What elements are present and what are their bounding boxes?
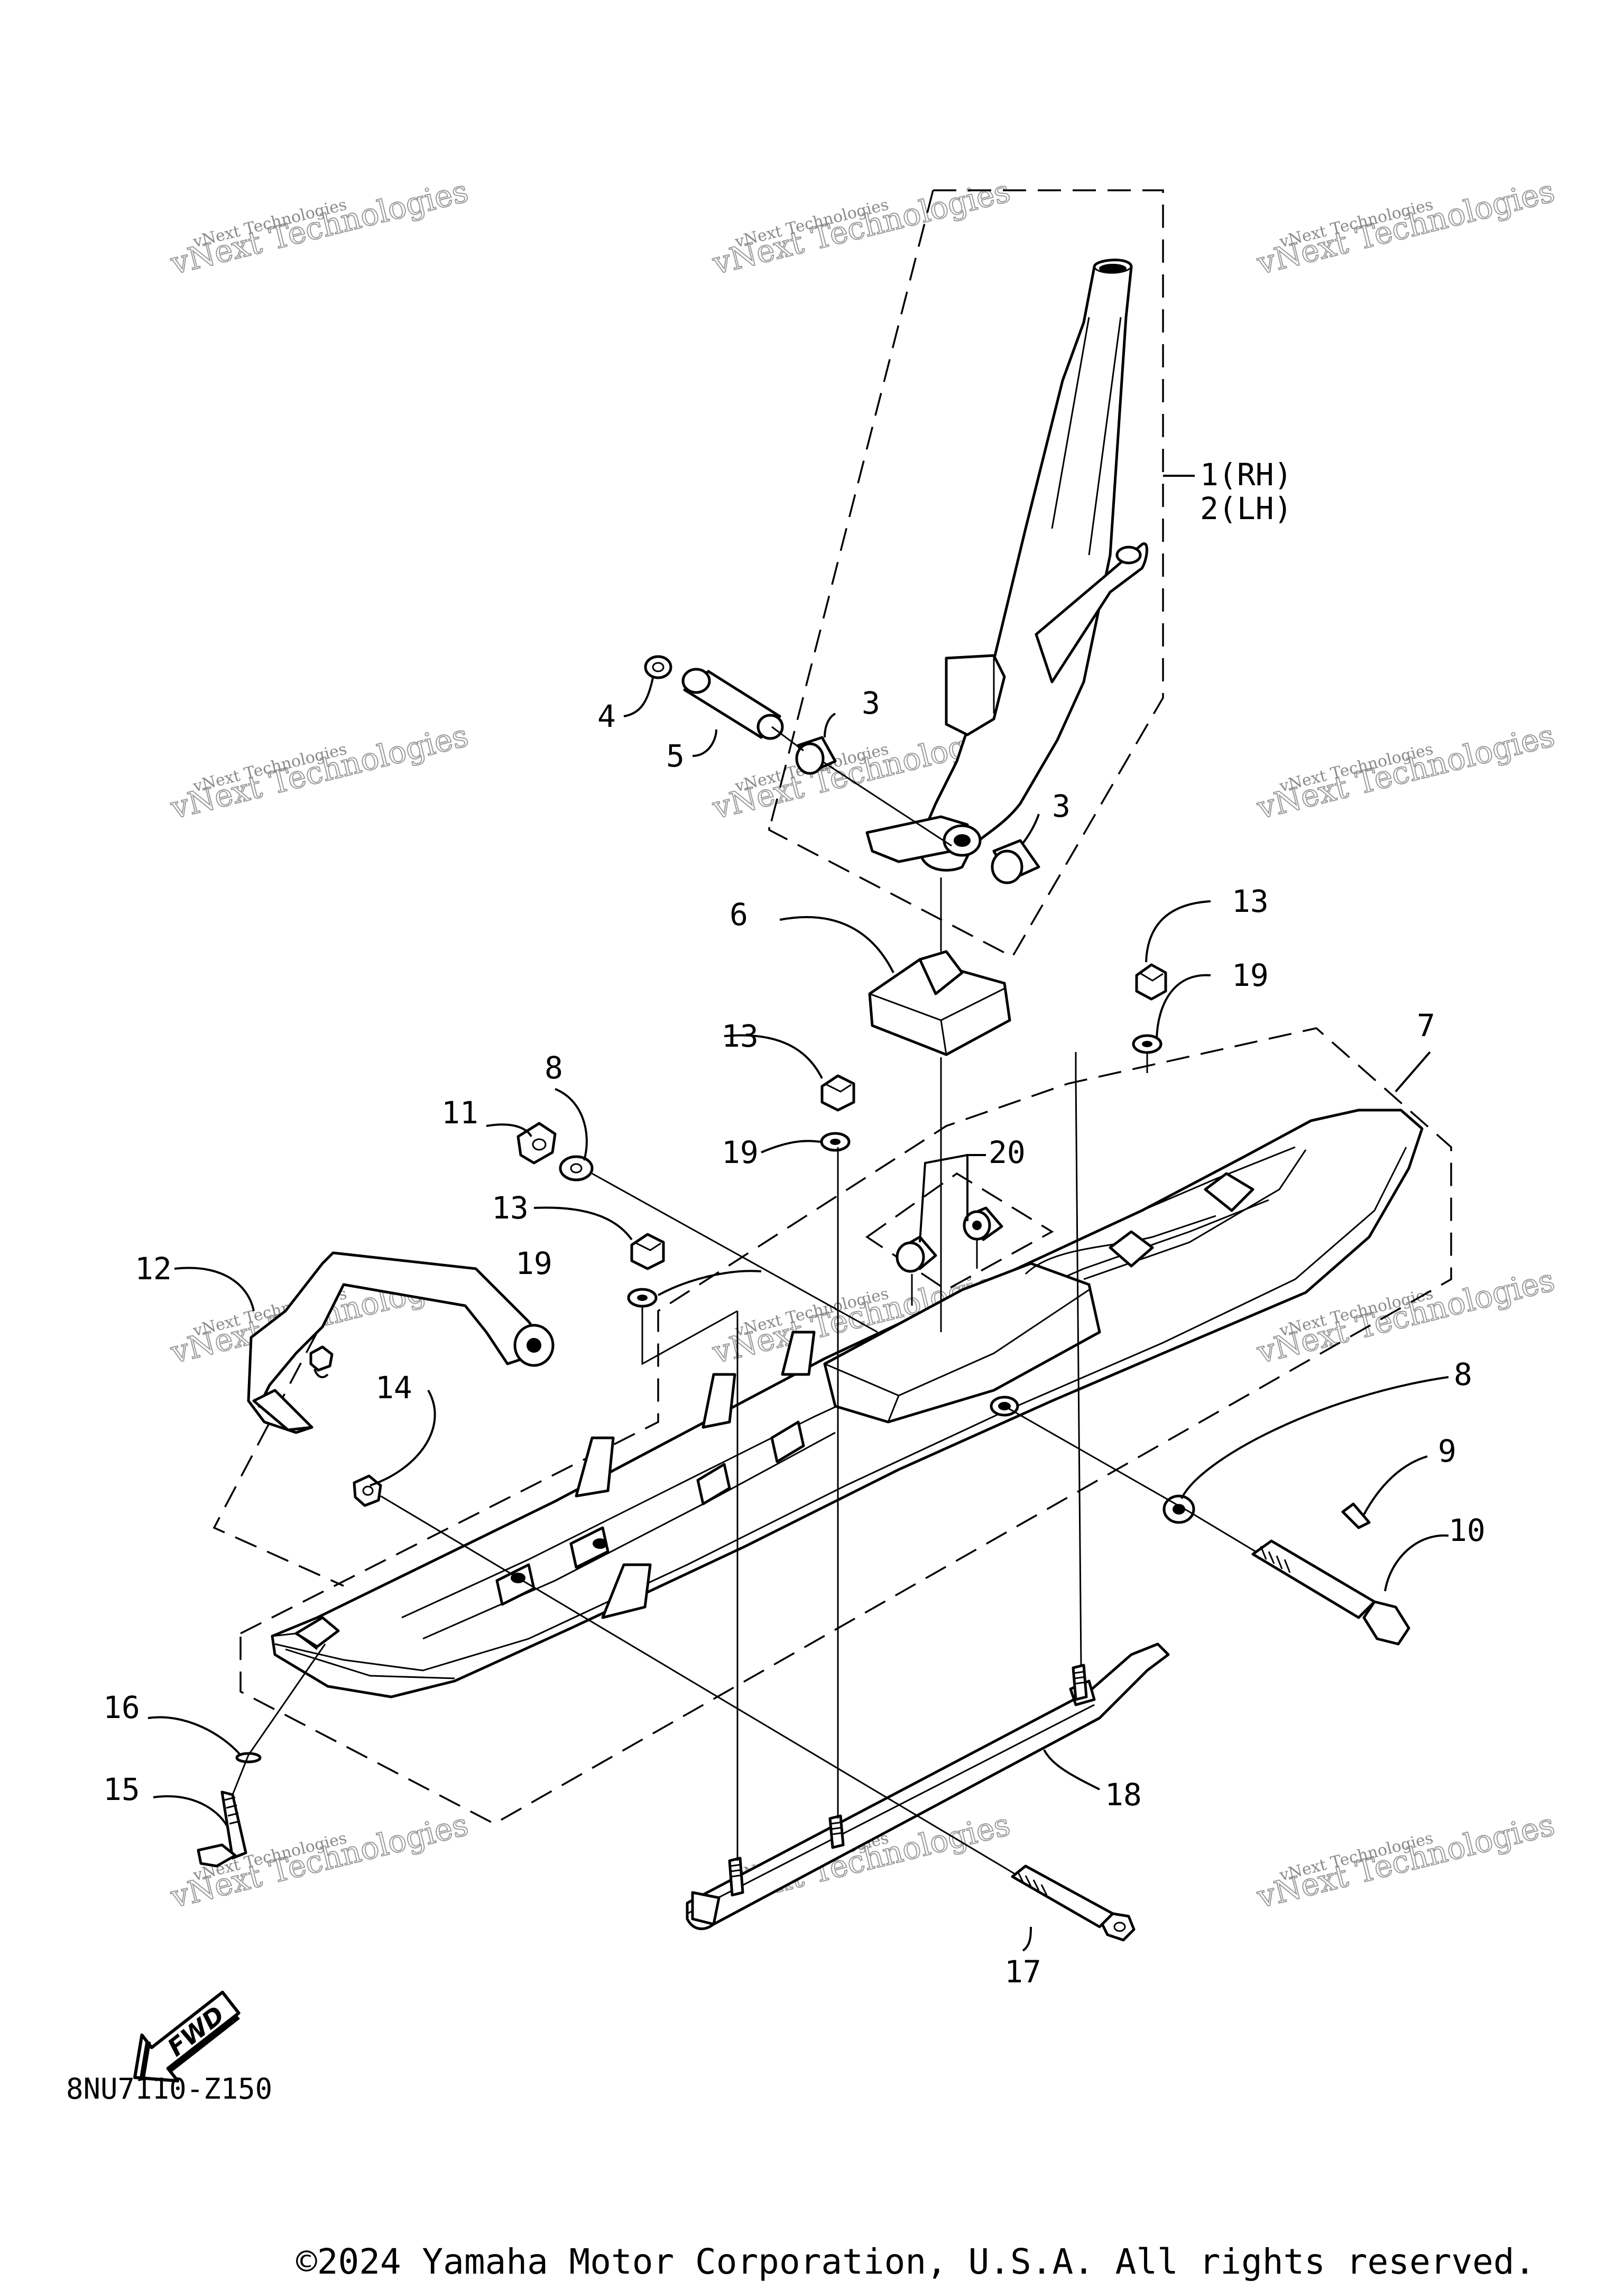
ski-spindle [865,258,1148,872]
nut-14-lower [353,1474,382,1507]
callout-8-right: 8 [1454,1356,1472,1392]
callout-3-lower: 3 [1052,788,1071,824]
callout-18: 18 [1105,1777,1142,1813]
callout-19-mid: 19 [722,1134,759,1170]
bolt-15 [197,1790,247,1868]
skag-runner [686,1642,1170,1931]
callout-17: 17 [1004,1954,1041,1990]
callout-3-upper: 3 [862,685,880,721]
nut-13-left [630,1233,665,1270]
axis-line-spindle [771,726,952,847]
bolt-10 [1251,1539,1410,1646]
callout-13-mid: 13 [722,1018,759,1054]
group-outlines [213,189,1452,1825]
callout-12: 12 [135,1251,172,1287]
cotter-pin-9 [1341,1502,1371,1529]
callout-15: 15 [103,1771,140,1807]
callout-5: 5 [666,738,685,774]
callout-20: 20 [989,1134,1026,1170]
assembly-axis-lines [232,1052,1256,1875]
washer-16 [235,1752,262,1763]
svg-text:vNext Technologies: vNext Technologies [1253,173,1558,282]
ski-group-outline [239,1027,1452,1825]
svg-text:vNext Technologies: vNext Technologies [709,173,1013,282]
callout-7: 7 [1417,1008,1435,1044]
diagram-code: 8NU7110-Z150 [66,2072,272,2106]
washer-4 [644,655,672,679]
callout-6: 6 [730,897,748,932]
bushing-20-a [896,1235,937,1273]
callout-labels: 1(RH) 2(LH) 3 3 4 5 6 7 8 8 9 10 11 12 1… [103,457,1485,1990]
nut-13-mid [820,1074,855,1112]
bushing-20-b [963,1206,1003,1241]
bolt-17 [1011,1864,1136,1942]
nut-13-right [1135,963,1167,1001]
washer-8-left [559,1155,594,1181]
washer-19-left [627,1288,658,1308]
callout-19-left: 19 [515,1245,552,1281]
callout-2: 2(LH) [1200,491,1293,527]
svg-text:vNext Technologies: vNext Technologies [167,173,472,282]
callout-1: 1(RH) [1200,457,1293,493]
nut-11 [516,1122,557,1165]
callout-13-right: 13 [1232,883,1269,919]
callout-4: 4 [597,698,616,734]
svg-text:vNext Technologies: vNext Technologies [1253,717,1558,826]
callout-8-left: 8 [545,1050,563,1086]
nut-14-upper [309,1345,334,1372]
mount-group-outline [865,1172,1054,1291]
callout-9: 9 [1438,1433,1456,1469]
leader-lines [147,475,1449,1952]
callout-13-left: 13 [492,1190,529,1226]
svg-text:vNext Technologies: vNext Technologies [167,717,472,826]
washer-19-mid [820,1132,851,1152]
callout-16: 16 [103,1689,140,1725]
svg-text:vNext Technologies: vNext Technologies [1253,1806,1558,1915]
ski-body [271,1109,1424,1698]
spindle-group-outline [768,189,1164,958]
bushing-3-lower [991,839,1040,884]
callout-10: 10 [1448,1512,1485,1548]
ski-handle [247,1251,555,1434]
washer-8-right [1162,1494,1195,1524]
collar-5 [681,668,784,740]
callout-19-right: 19 [1232,957,1269,993]
callout-14: 14 [375,1370,412,1406]
wear-pad-6 [868,950,1011,1056]
copyright-notice: ©2024 Yamaha Motor Corporation, U.S.A. A… [296,2241,1536,2282]
callout-11: 11 [441,1095,478,1131]
